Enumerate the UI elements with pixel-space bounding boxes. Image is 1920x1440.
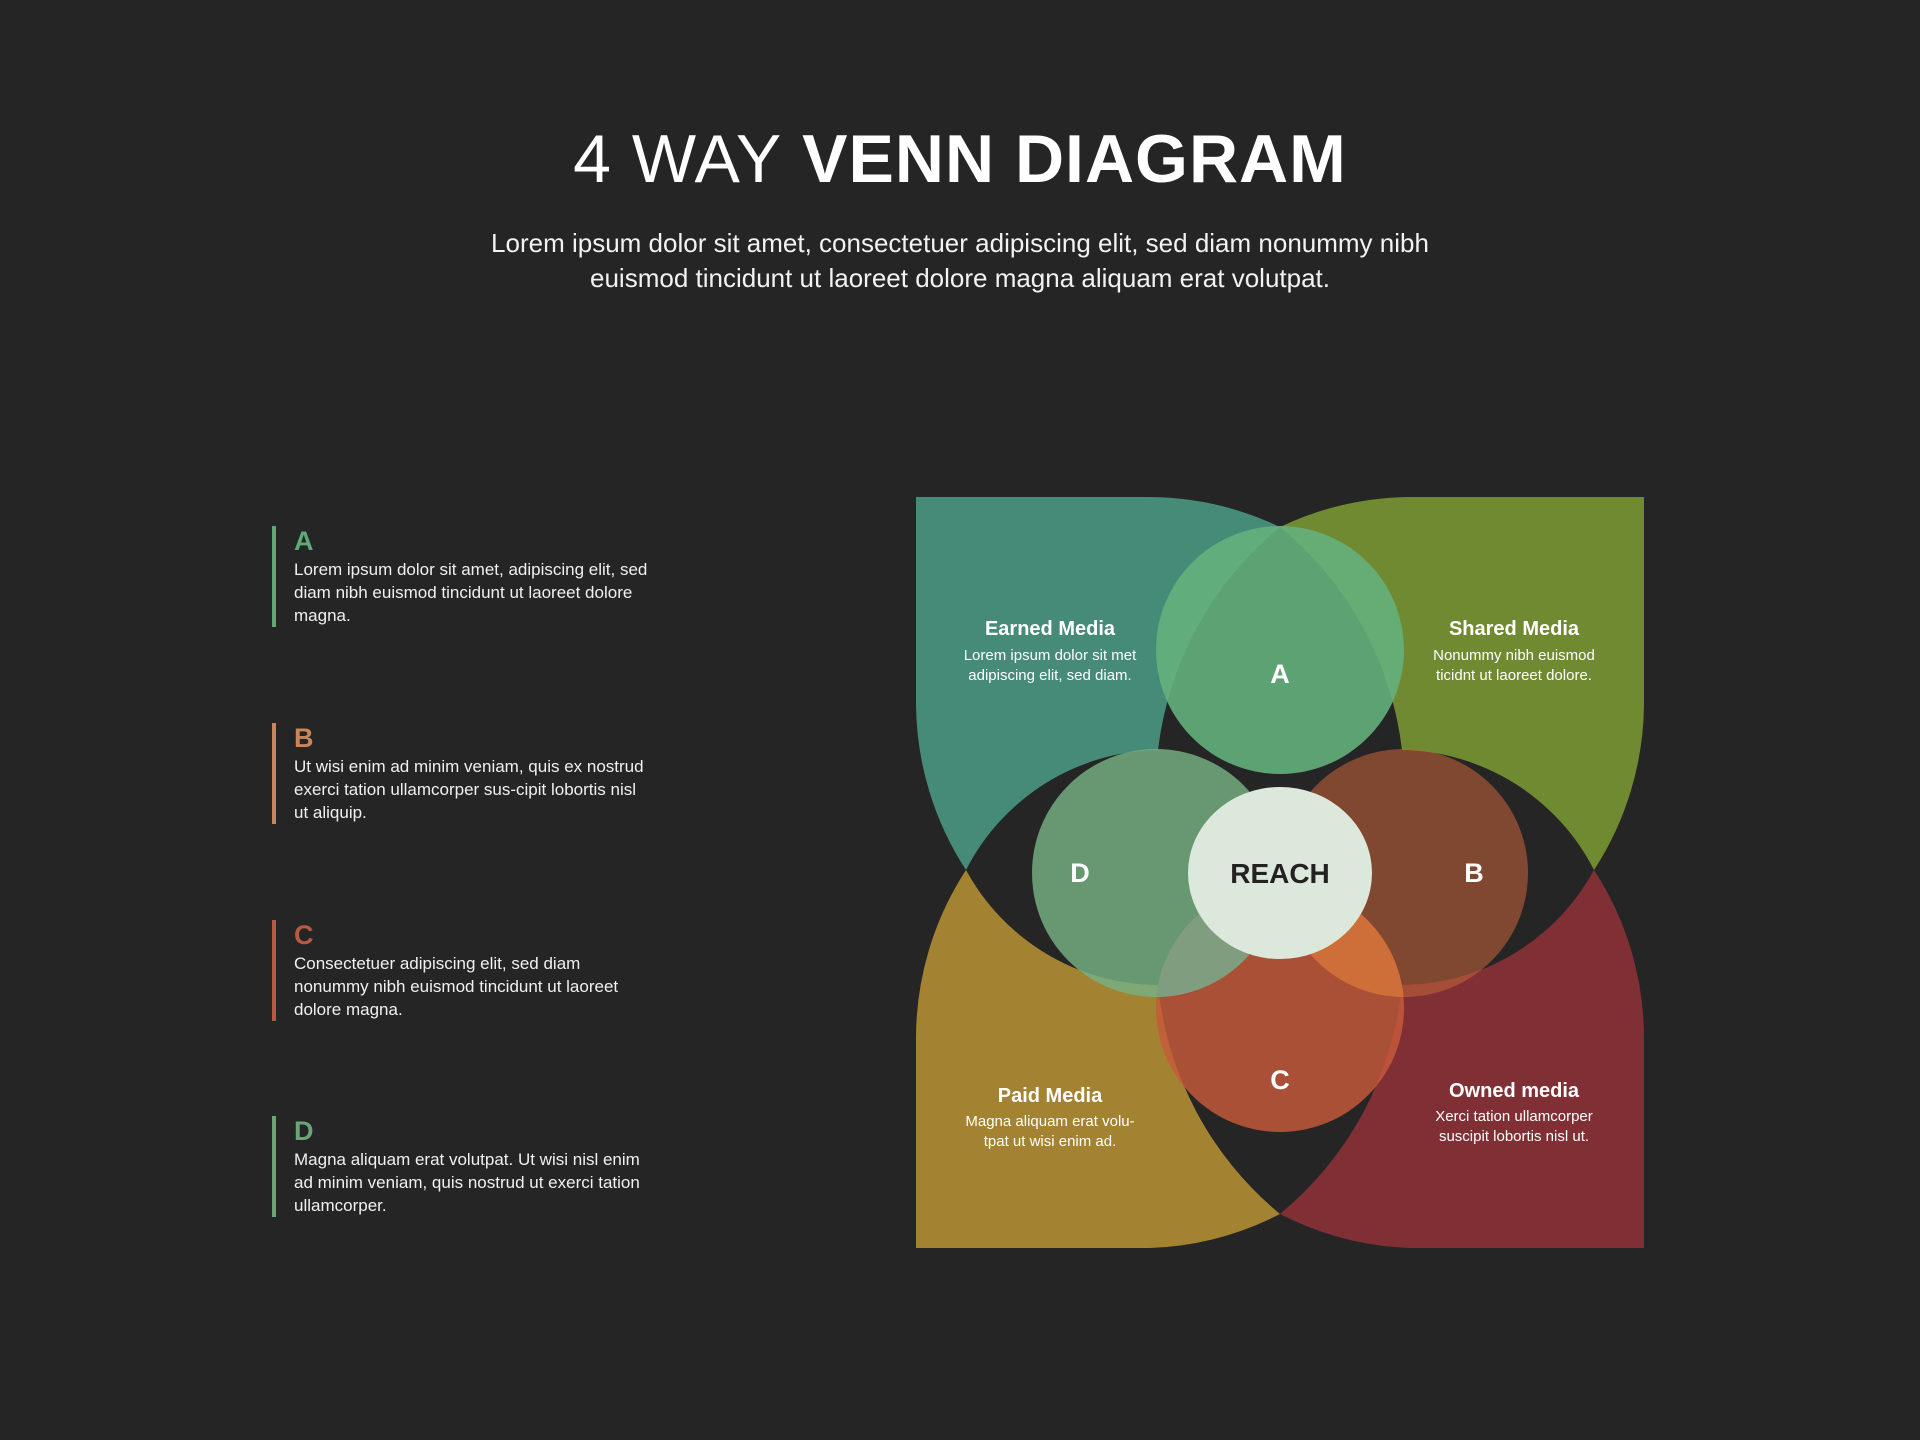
legend-text-d: Magna aliquam erat volutpat. Ut wisi nis… <box>294 1150 640 1215</box>
legend-item-d: D Magna aliquam erat volutpat. Ut wisi n… <box>272 1116 654 1217</box>
paid-media-desc-1: Magna aliquam erat volu- <box>965 1113 1134 1130</box>
legend-text-c: Consectetuer adipiscing elit, sed diam n… <box>294 954 619 1019</box>
circle-a <box>1156 526 1404 774</box>
legend-text-a: Lorem ipsum dolor sit amet, adipiscing e… <box>294 560 648 625</box>
subtitle-line-1: Lorem ipsum dolor sit amet, consectetuer… <box>491 228 1429 258</box>
petal-owned-media <box>1280 870 1645 1248</box>
circle-c-label: C <box>1270 1065 1290 1095</box>
legend-item-c: C Consectetuer adipiscing elit, sed diam… <box>272 920 654 1021</box>
owned-media-title: Owned media <box>1449 1080 1580 1102</box>
reach-label: REACH <box>1230 858 1330 889</box>
legend-letter-d: D <box>294 1116 314 1146</box>
legend-item-a: A Lorem ipsum dolor sit amet, adipiscing… <box>272 526 654 627</box>
shared-media-desc-1: Nonummy nibh euismod <box>1433 647 1595 664</box>
page-subtitle: Lorem ipsum dolor sit amet, consectetuer… <box>460 226 1460 296</box>
circle-b-label: B <box>1464 858 1484 888</box>
owned-media-desc-2: suscipit lobortis nisl ut. <box>1439 1128 1589 1145</box>
page-title: 4 WAY VENN DIAGRAM <box>0 125 1920 193</box>
circle-d-label: D <box>1070 858 1090 888</box>
overlap-c-b <box>1280 884 1404 997</box>
title-light: 4 WAY <box>573 121 783 197</box>
paid-media-title: Paid Media <box>998 1085 1103 1107</box>
legend-letter-a: A <box>294 526 314 556</box>
owned-media-desc-1: Xerci tation ullamcorper <box>1435 1108 1593 1125</box>
circle-a-label: A <box>1270 659 1290 689</box>
legend-item-b: B Ut wisi enim ad minim veniam, quis ex … <box>272 723 654 824</box>
petal-paid-media <box>915 870 1280 1248</box>
legend-letter-b: B <box>294 723 314 753</box>
shared-media-title: Shared Media <box>1449 618 1580 640</box>
legend-text-b: Ut wisi enim ad minim veniam, quis ex no… <box>294 757 644 822</box>
earned-media-desc-2: adipiscing elit, sed diam. <box>968 667 1131 684</box>
earned-media-title: Earned Media <box>985 618 1116 640</box>
title-bold: VENN DIAGRAM <box>802 121 1347 197</box>
overlap-c-d <box>1156 884 1280 997</box>
reach-lens <box>1188 787 1372 959</box>
subtitle-line-2: euismod tincidunt ut laoreet dolore magn… <box>590 263 1330 293</box>
paid-media-desc-2: tpat ut wisi enim ad. <box>984 1133 1117 1150</box>
shared-media-desc-2: ticidnt ut laoreet dolore. <box>1436 667 1592 684</box>
legend-letter-c: C <box>294 920 314 950</box>
earned-media-desc-1: Lorem ipsum dolor sit met <box>964 647 1137 664</box>
